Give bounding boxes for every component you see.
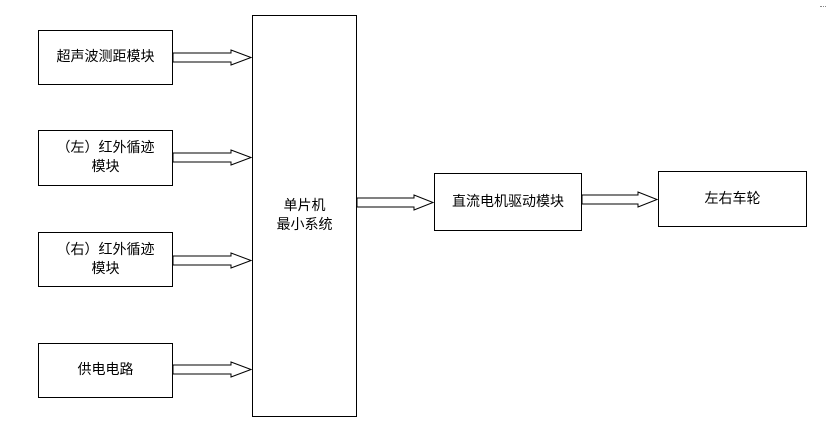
left-ir-tracking-module-box: （左）红外循迹 模块 xyxy=(38,130,173,186)
power-circuit-label: 供电电路 xyxy=(77,362,134,378)
right-ir-tracking-module-box: （右）红外循迹 模块 xyxy=(38,232,173,287)
dc-motor-driver-label: 直流电机驱动模块 xyxy=(452,193,564,210)
right-ir-tracking-module-label: （右）红外循迹 模块 xyxy=(56,241,155,277)
arrow-motor-driver-to-wheels xyxy=(581,191,659,208)
wheels-label: 左右车轮 xyxy=(704,190,761,207)
dc-motor-driver-box: 直流电机驱动模块 xyxy=(434,173,582,231)
ultrasonic-module-label: 超声波测距模块 xyxy=(56,49,155,65)
mcu-minimum-system-box: 单片机 最小系统 xyxy=(252,15,357,417)
power-circuit-box: 供电电路 xyxy=(38,343,173,398)
arrow-mcu-to-motor-driver xyxy=(356,194,435,211)
arrow-right-ir-to-mcu xyxy=(172,252,253,269)
arrow-left-ir-to-mcu xyxy=(172,149,253,166)
left-ir-tracking-module-label: （左）红外循迹 模块 xyxy=(56,140,155,175)
ultrasonic-module-box: 超声波测距模块 xyxy=(38,30,173,85)
corner-mark xyxy=(820,6,826,8)
arrow-ultrasonic-to-mcu xyxy=(172,49,253,66)
wheels-box: 左右车轮 xyxy=(658,171,807,227)
arrow-power-to-mcu xyxy=(172,361,253,378)
mcu-minimum-system-label: 单片机 最小系统 xyxy=(276,198,333,233)
